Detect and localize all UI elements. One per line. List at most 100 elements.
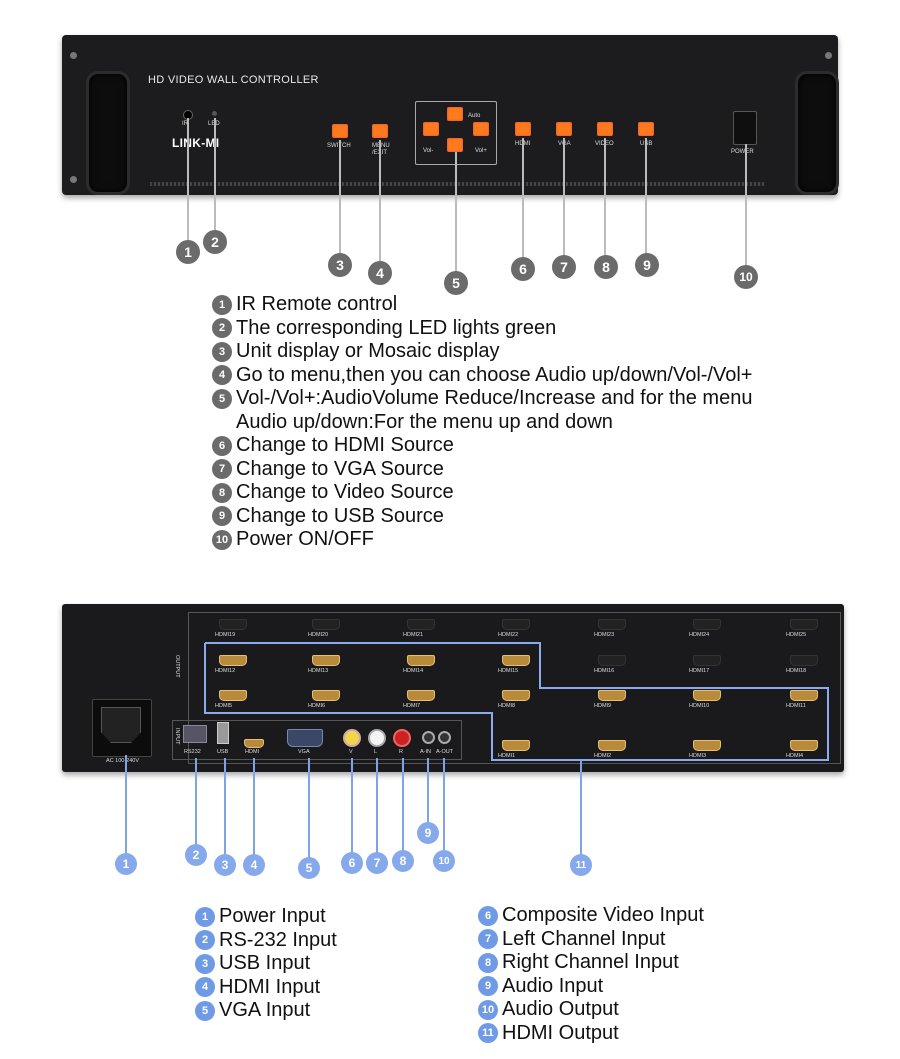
legend-number: 3	[212, 341, 232, 362]
hdmi-output-label: HDMI2	[594, 753, 612, 759]
ac-label: AC 100-240V	[106, 758, 140, 764]
hdmi-output-label: HDMI11	[786, 703, 806, 709]
hdmi-output-label: HDMI25	[786, 632, 807, 638]
hdmi-output-label: HDMI22	[498, 632, 519, 638]
callout-9: 9	[417, 822, 439, 844]
legend-text: Audio Output	[502, 998, 619, 1021]
hdmi-output-port[interactable]	[407, 619, 435, 630]
hdmi-output-label: HDMI18	[786, 668, 807, 674]
legend-number: 7	[212, 459, 232, 480]
vga-port[interactable]	[287, 729, 323, 747]
hdmi-output-port[interactable]	[502, 740, 530, 751]
hdmi-input-label: HDMI	[245, 749, 260, 755]
vol-plus-button[interactable]	[473, 122, 489, 136]
output-frame	[188, 612, 841, 764]
legend-number: 1	[195, 906, 215, 927]
legend-number: 6	[478, 905, 498, 926]
active-output-outline	[204, 642, 829, 761]
hdmi-output-port[interactable]	[598, 619, 626, 630]
hdmi-output-label: HDMI24	[689, 632, 710, 638]
usb-button[interactable]	[638, 122, 654, 136]
legend-number: 11	[478, 1023, 498, 1044]
power-switch[interactable]	[733, 111, 757, 145]
switch-label: SWITCH	[327, 143, 351, 149]
legend-number: 2	[212, 318, 232, 339]
hdmi-output-port[interactable]	[790, 690, 818, 701]
switch-button[interactable]	[332, 124, 348, 138]
menu-button[interactable]	[372, 124, 388, 138]
hdmi-output-label: HDMI7	[403, 703, 421, 709]
hdmi-output-port[interactable]	[407, 655, 435, 666]
hdmi-output-port[interactable]	[219, 619, 247, 630]
legend-text: HDMI Input	[219, 975, 321, 998]
hdmi-output-port[interactable]	[312, 690, 340, 701]
hdmi-output-port[interactable]	[312, 655, 340, 666]
down-button[interactable]	[447, 138, 463, 152]
hdmi-output-port[interactable]	[790, 655, 818, 666]
legend-text: Left Channel Input	[502, 927, 666, 950]
hdmi-output-port[interactable]	[598, 655, 626, 666]
hdmi-output-port[interactable]	[502, 655, 530, 666]
hdmi-input-port[interactable]	[244, 739, 264, 748]
video-button[interactable]	[597, 122, 613, 136]
hdmi-output-port[interactable]	[693, 655, 721, 666]
hdmi-button[interactable]	[515, 122, 531, 136]
ain-label: A-IN	[420, 749, 431, 755]
hdmi-output-port[interactable]	[790, 619, 818, 630]
hdmi-output-port[interactable]	[407, 690, 435, 701]
rs232-port[interactable]	[183, 725, 207, 743]
leader-line	[645, 138, 647, 254]
hdmi-output-port[interactable]	[790, 740, 818, 751]
vent-strip	[150, 182, 765, 186]
hdmi-output-port[interactable]	[219, 690, 247, 701]
leader-line	[125, 755, 127, 855]
up-button[interactable]	[447, 107, 463, 121]
legend-text: Change to HDMI Source	[236, 434, 454, 457]
audio-out-jack[interactable]	[438, 731, 451, 744]
hdmi-output-port[interactable]	[693, 740, 721, 751]
legend-number: 3	[195, 953, 215, 974]
right-rca-port[interactable]	[393, 729, 411, 747]
hdmi-output-port[interactable]	[693, 690, 721, 701]
legend-text: USB Input	[219, 952, 311, 975]
callout-7: 7	[366, 852, 388, 874]
usb-port[interactable]	[217, 722, 229, 744]
vol-minus-button[interactable]	[423, 122, 439, 136]
hdmi-output-port[interactable]	[502, 690, 530, 701]
hdmi-output-label: HDMI14	[403, 668, 424, 674]
legend-text: Unit display or Mosaic display	[236, 340, 500, 363]
leader-line	[563, 138, 565, 256]
audio-in-jack[interactable]	[422, 731, 435, 744]
hdmi-output-port[interactable]	[598, 690, 626, 701]
callout-3: 3	[328, 253, 352, 277]
hdmi-output-port[interactable]	[312, 619, 340, 630]
vga-button[interactable]	[556, 122, 572, 136]
leader-line	[308, 758, 310, 858]
hdmi-output-port[interactable]	[502, 619, 530, 630]
left-rca-port[interactable]	[368, 729, 386, 747]
legend-text: HDMI Output	[502, 1021, 619, 1044]
leader-line	[187, 118, 189, 240]
rack-hole	[70, 176, 77, 183]
hdmi-output-port[interactable]	[598, 740, 626, 751]
video-rca-port[interactable]	[343, 729, 361, 747]
leader-line	[224, 758, 226, 854]
hdmi-output-port[interactable]	[693, 619, 721, 630]
callout-4: 4	[368, 261, 392, 285]
hdmi-output-port[interactable]	[219, 655, 247, 666]
legend-number: 2	[195, 930, 215, 951]
hdmi-output-label: HDMI17	[689, 668, 710, 674]
hdmi-output-label: HDMI19	[215, 632, 236, 638]
